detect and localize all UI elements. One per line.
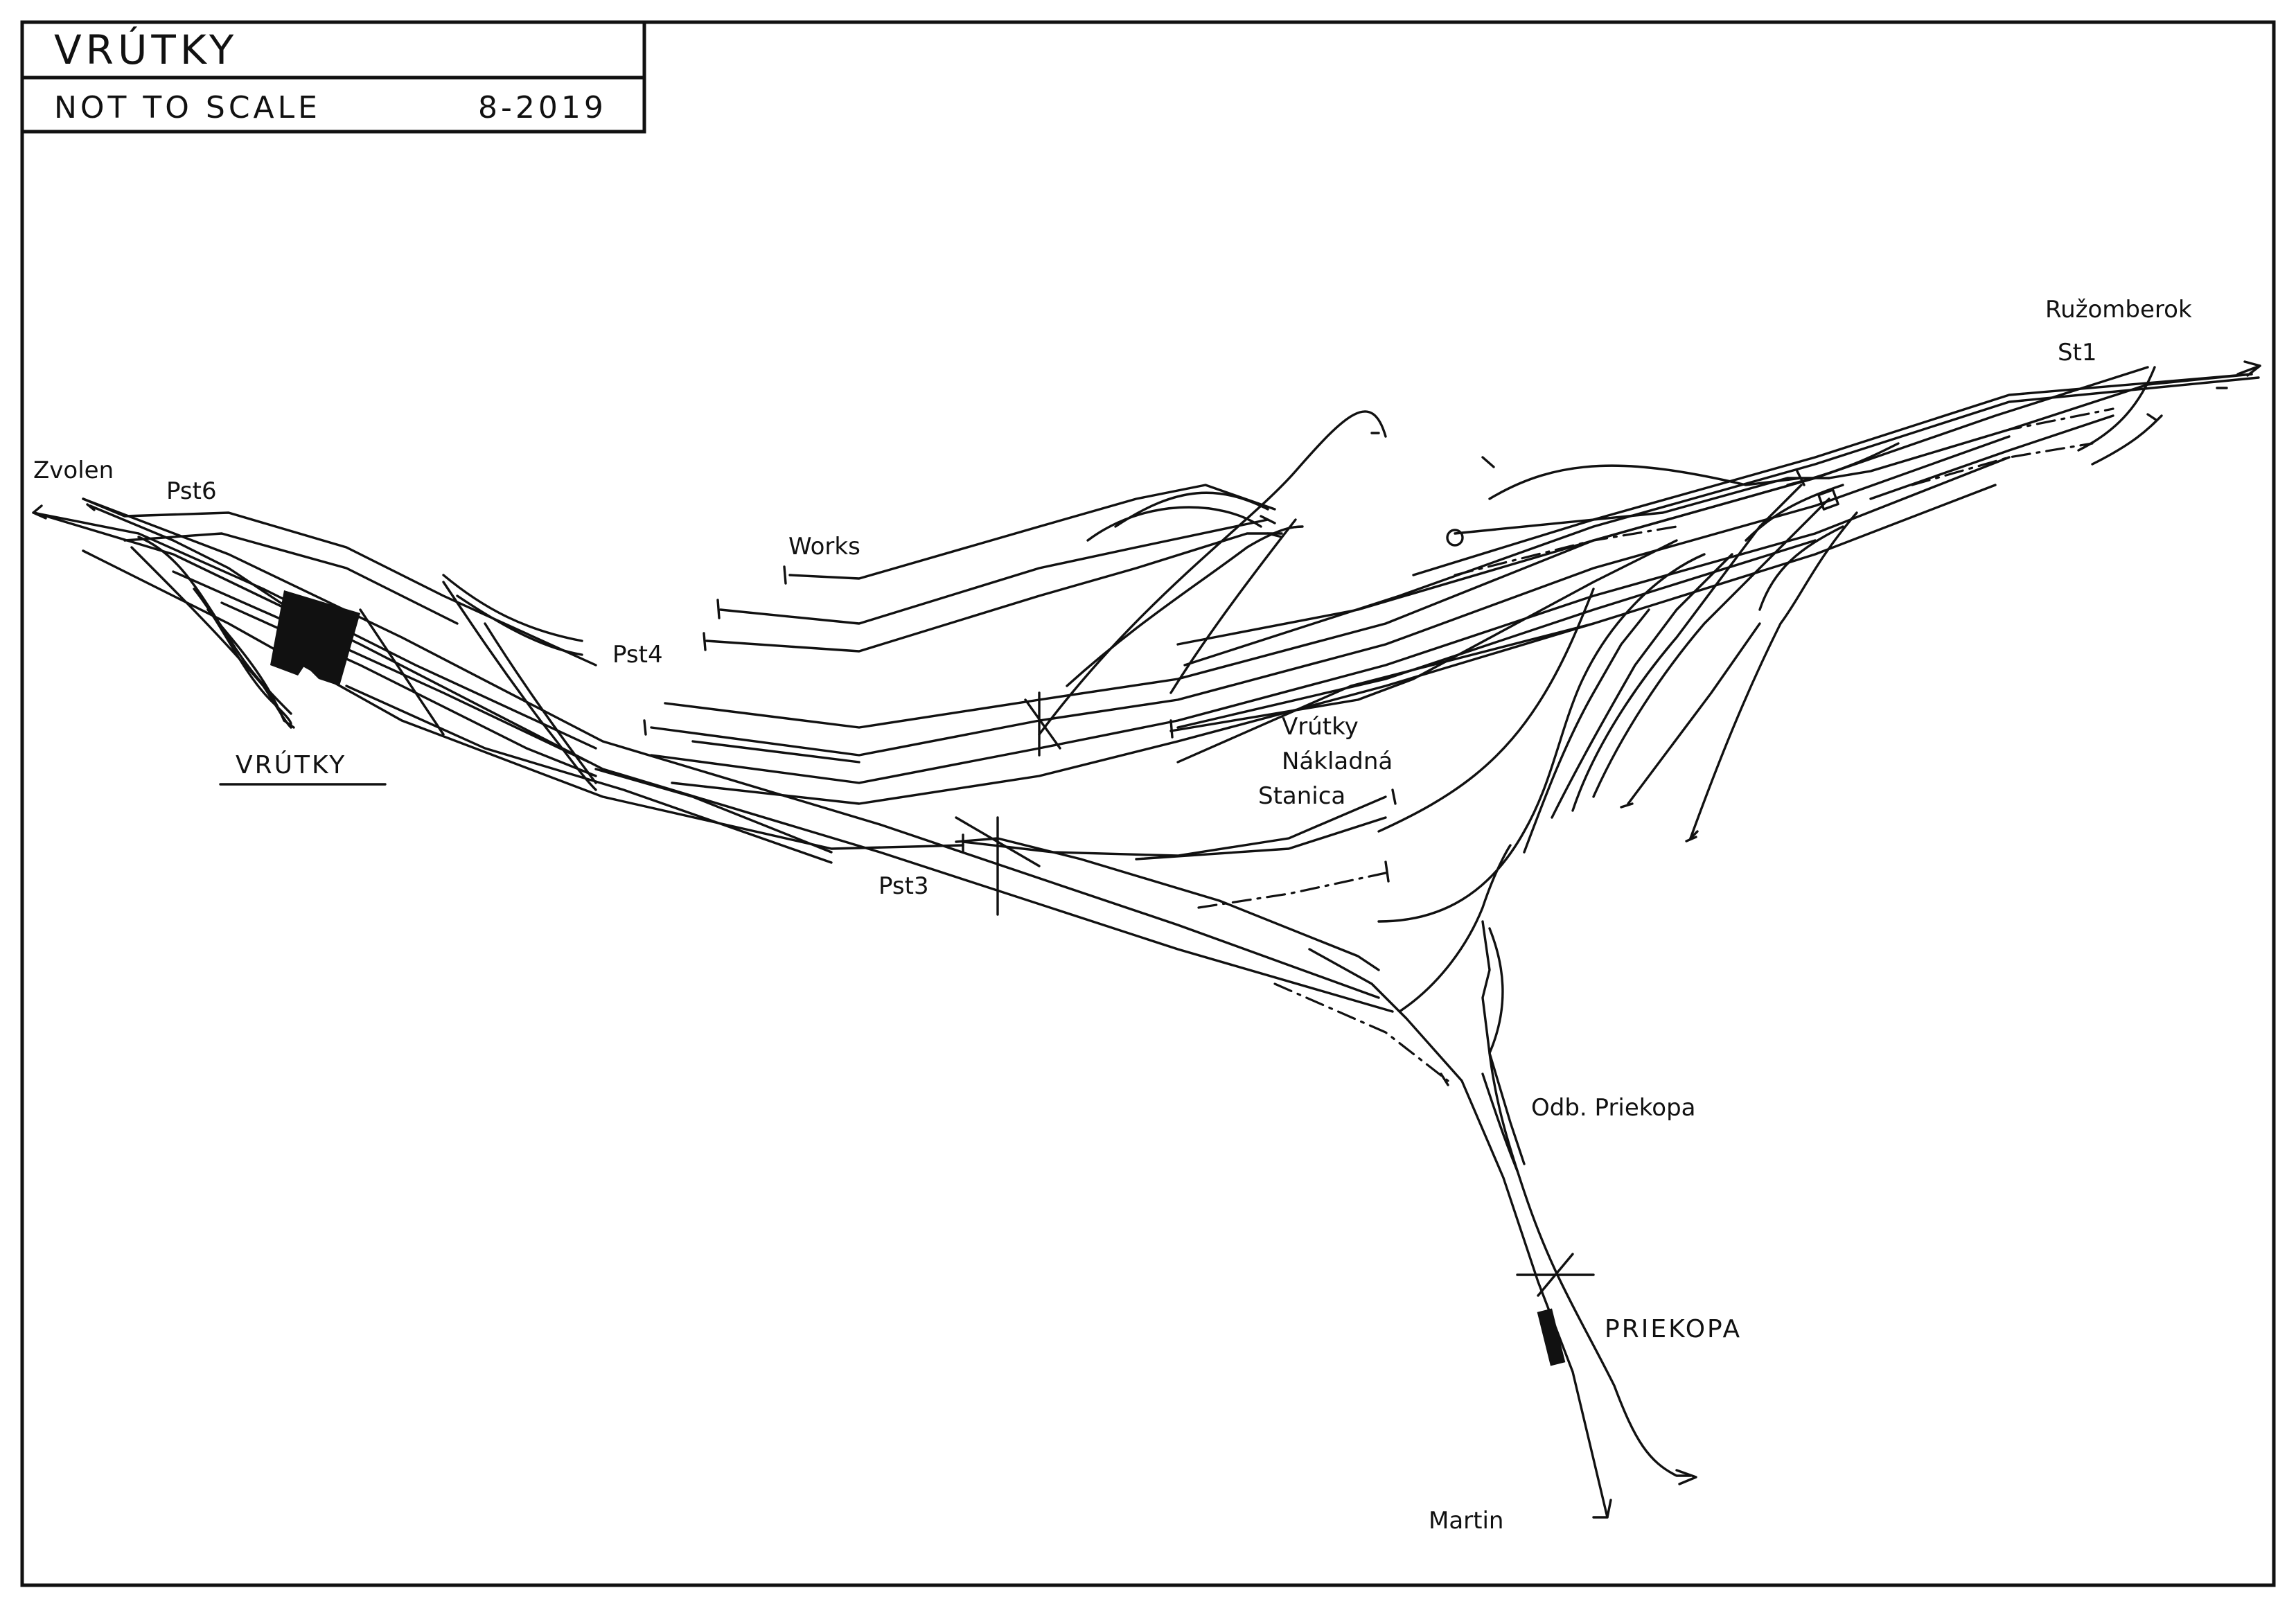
label-pst6: Pst6 <box>166 477 217 505</box>
priekopa-station-building <box>1537 1308 1566 1366</box>
label-junction: Odb. Priekopa <box>1531 1094 1696 1122</box>
track-group-works <box>705 410 1387 736</box>
map-title: VRÚTKY <box>54 26 238 73</box>
track-group-main <box>33 497 1394 1013</box>
label-zvolen: Zvolen <box>33 457 114 484</box>
label-freight-3: Stanica <box>1258 782 1345 810</box>
track-group-dashed <box>1197 407 2114 1082</box>
label-pst3: Pst3 <box>878 872 929 900</box>
title-block: VRÚTKY NOT TO SCALE 8-2019 <box>20 20 646 134</box>
label-pst4: Pst4 <box>612 641 663 669</box>
label-works: Works <box>788 533 860 561</box>
map-date: 8-2019 <box>478 90 607 125</box>
label-vrutky-station: VRÚTKY <box>236 750 346 779</box>
track-group-freight <box>962 484 1858 923</box>
label-freight-2: Nákladná <box>1282 748 1393 775</box>
label-st1: St1 <box>2058 339 2097 367</box>
label-martin: Martin <box>1429 1507 1503 1535</box>
vrutky-station-building <box>270 590 360 686</box>
turntable-icon <box>1446 529 1464 547</box>
track-group-zvolen-throat <box>82 497 597 725</box>
level-crossings <box>955 691 1595 1297</box>
scale-note: NOT TO SCALE <box>54 90 321 125</box>
label-priekopa: PRIEKOPA <box>1605 1315 1742 1343</box>
buffer-stops <box>283 413 2157 1086</box>
label-freight-1: Vrútky <box>1282 713 1359 741</box>
label-ruzomberok: Ružomberok <box>2045 296 2192 324</box>
map-frame <box>20 20 2276 1587</box>
signal-box-st1-icon <box>1817 488 1839 511</box>
track-group-martin <box>1308 844 1697 1519</box>
